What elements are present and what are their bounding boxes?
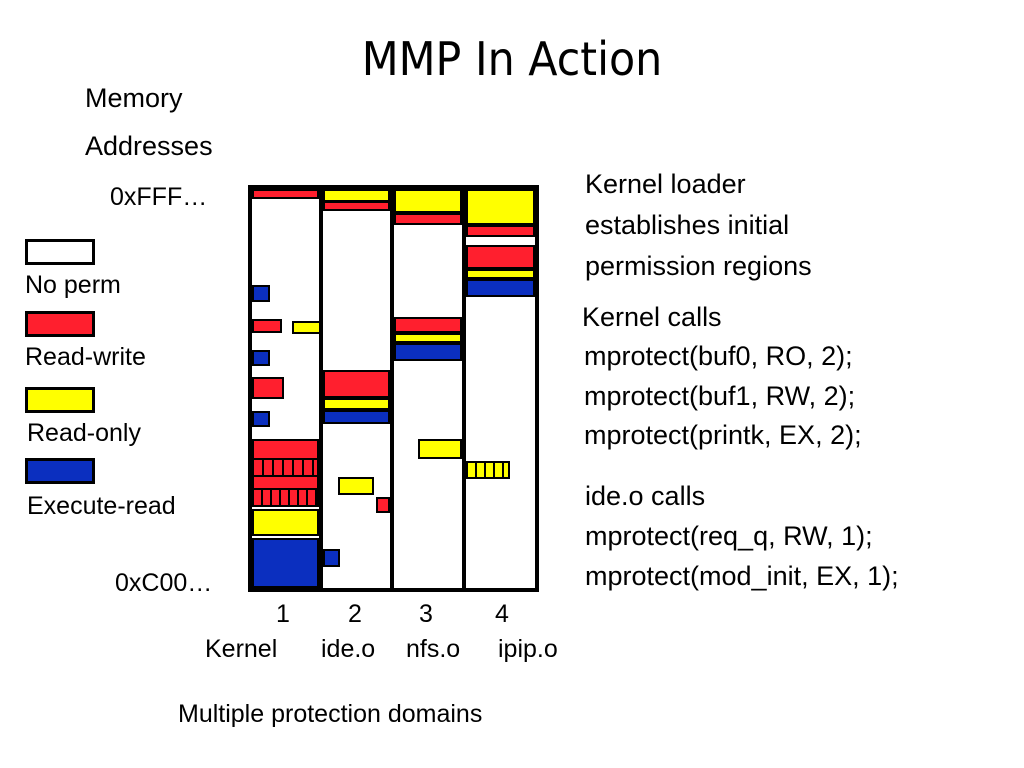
- region-read-write: [394, 213, 462, 225]
- region-execute-read: [252, 350, 270, 366]
- legend-label-no-perm: No perm: [25, 271, 121, 299]
- region-read-write: [376, 497, 390, 513]
- domain-column-ide: [319, 185, 394, 592]
- region-execute-read: [252, 411, 270, 427]
- domain-name-nfs: nfs.o: [406, 635, 461, 663]
- region-read-write: [252, 439, 319, 507]
- region-read-only: [252, 509, 319, 536]
- domain-column-ipip: [462, 185, 539, 592]
- domain-name-ipip: ipip.o: [498, 635, 558, 663]
- note-line: establishes initial: [585, 210, 790, 240]
- note-line: mprotect(printk, EX, 2);: [584, 420, 862, 450]
- top-address-label: 0xFFF…: [110, 183, 208, 211]
- region-read-only: [323, 398, 390, 410]
- region-read-write: [323, 201, 390, 211]
- domain-column-nfs: [390, 185, 466, 592]
- region-execute-read: [252, 285, 270, 302]
- region-execute-read: [394, 343, 462, 361]
- note-line: Kernel calls: [582, 302, 722, 332]
- region-execute-read: [323, 549, 340, 567]
- region-read-only: [394, 189, 462, 213]
- note-line: mprotect(buf0, RO, 2);: [584, 341, 853, 371]
- region-read-write: [466, 225, 535, 237]
- domain-number-1: 1: [276, 600, 290, 628]
- legend-label-read-write: Read-write: [25, 343, 146, 371]
- slide-title: MMP In Action: [361, 32, 663, 86]
- legend-swatch-read-write: [25, 311, 95, 337]
- axis-label-line2: Addresses: [85, 131, 213, 161]
- region-read-only: [338, 477, 374, 495]
- note-line: Kernel loader: [585, 169, 746, 199]
- note-line: ide.o calls: [585, 481, 706, 511]
- legend-swatch-execute-read: [25, 458, 95, 484]
- region-read-only: [418, 439, 462, 459]
- domain-number-3: 3: [419, 600, 433, 628]
- legend-label-read-only: Read-only: [27, 419, 141, 447]
- region-read-write: [394, 317, 462, 333]
- domain-name-kernel: Kernel: [205, 635, 278, 663]
- legend-label-execute-read: Execute-read: [27, 492, 176, 520]
- region-read-write: [252, 189, 319, 199]
- region-execute-read: [323, 410, 390, 424]
- region-read-only: [466, 269, 535, 279]
- region-read-only: [466, 461, 510, 479]
- domain-number-4: 4: [495, 600, 509, 628]
- note-line: mprotect(req_q, RW, 1);: [585, 521, 873, 551]
- region-read-only: [292, 321, 322, 334]
- domain-name-ide: ide.o: [321, 635, 376, 663]
- bottom-address-label: 0xC00…: [115, 569, 213, 597]
- legend-swatch-no-perm: [25, 239, 95, 265]
- region-read-only: [394, 333, 462, 343]
- note-line: mprotect(buf1, RW, 2);: [584, 381, 856, 411]
- region-read-only: [466, 189, 535, 225]
- domain-number-2: 2: [348, 600, 362, 628]
- region-execute-read: [252, 538, 319, 588]
- region-read-write: [252, 319, 282, 333]
- note-line: permission regions: [585, 251, 812, 281]
- region-read-write: [252, 377, 284, 399]
- region-execute-read: [466, 279, 535, 297]
- region-read-write: [323, 370, 390, 398]
- axis-label-line1: Memory: [85, 83, 183, 113]
- region-read-write: [466, 245, 535, 269]
- footer-caption: Multiple protection domains: [178, 700, 483, 728]
- domain-column-kernel: [248, 185, 323, 592]
- note-line: mprotect(mod_init, EX, 1);: [585, 561, 899, 591]
- legend-swatch-read-only: [25, 387, 95, 413]
